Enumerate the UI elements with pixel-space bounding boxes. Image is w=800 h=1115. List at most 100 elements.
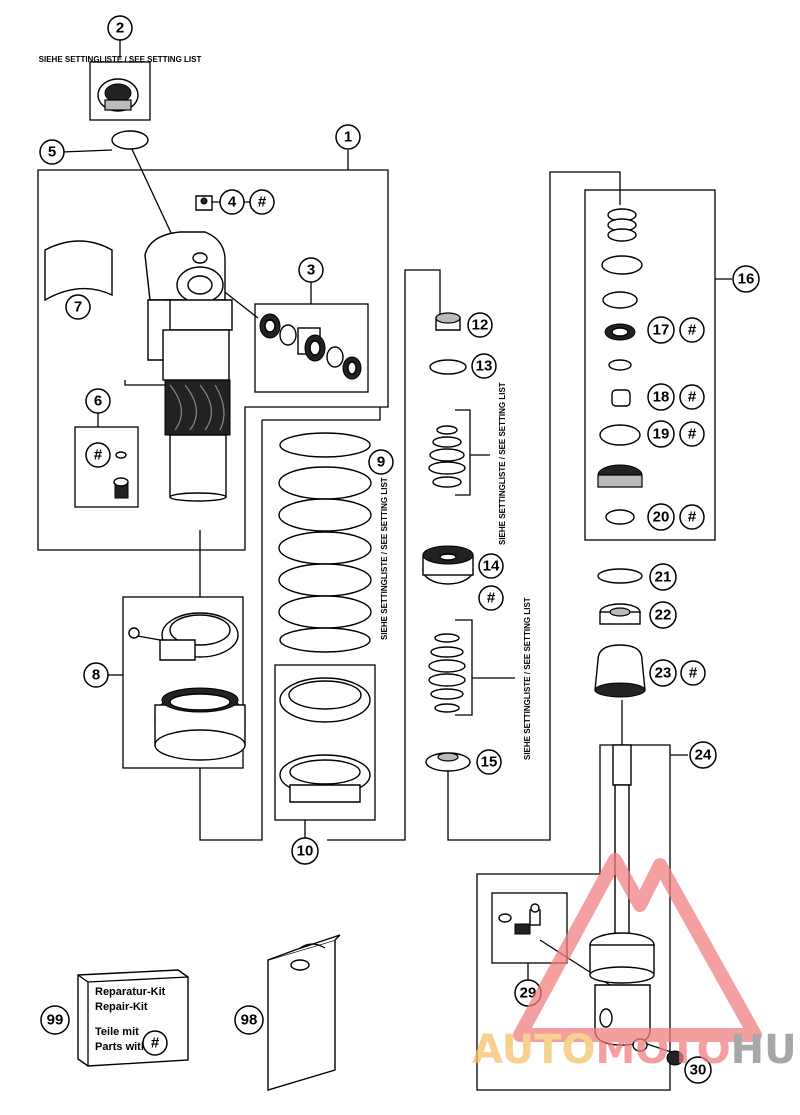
setting-list-note-top: SIEHE SETTINGLISTE / SEE SETTING LIST: [39, 55, 202, 64]
repair-kit-label-1: Reparatur-Kit: [95, 986, 166, 998]
callout-99: 99: [40, 1005, 70, 1035]
part-21-circlip: [597, 568, 643, 584]
part-8-adjuster-ring: [128, 612, 246, 761]
svg-text:3: 3: [307, 262, 315, 279]
spring-seat-10-box: [274, 664, 376, 821]
callout-12: 12: [467, 312, 493, 338]
svg-text:#: #: [94, 447, 103, 464]
svg-text:#: #: [688, 322, 697, 339]
callout-16: 16: [732, 265, 760, 293]
part-19-oring: [599, 424, 641, 446]
svg-text:1: 1: [344, 129, 352, 146]
svg-text:9: 9: [377, 454, 385, 471]
part-18-bushing: [611, 389, 631, 407]
svg-text:21: 21: [655, 569, 672, 586]
svg-text:15: 15: [481, 754, 498, 771]
valve-6-box: [74, 426, 139, 508]
callout-14: 14: [478, 553, 504, 579]
svg-text:13: 13: [476, 358, 493, 375]
svg-text:19: 19: [653, 426, 670, 443]
callout-23: 23: [649, 659, 677, 687]
svg-text:98: 98: [241, 1012, 258, 1029]
svg-text:20: 20: [653, 509, 670, 526]
part-2-box: [89, 61, 151, 121]
svg-text:AUTOMOTOHUB: AUTOMOTOHUB: [472, 1027, 800, 1073]
watermark-text-moto: MOTO: [596, 1027, 731, 1073]
svg-text:7: 7: [74, 299, 82, 316]
callout-19-hash: #: [679, 421, 705, 447]
shim-stack-upper: [428, 425, 466, 488]
part-22-cap: [599, 603, 641, 625]
svg-text:#: #: [487, 590, 496, 607]
repair-kit-label-4: Parts with: [95, 1041, 148, 1053]
part-24-piston-rod: [589, 744, 655, 1046]
callout-4-hash: #: [249, 189, 275, 215]
callout-6-hash: #: [85, 442, 111, 468]
callout-7: 7: [65, 294, 91, 320]
setting-list-note-upper-stack: SIEHE SETTINGLISTE / SEE SETTING LIST: [498, 382, 507, 545]
svg-text:24: 24: [695, 747, 712, 764]
svg-text:#: #: [258, 194, 267, 211]
callout-20: 20: [647, 503, 675, 531]
shim-stack-lower: [428, 633, 466, 713]
callout-99-hash: #: [142, 1030, 168, 1056]
part-1-shock-body: [144, 231, 233, 502]
svg-text:16: 16: [738, 271, 755, 288]
svg-text:5: 5: [48, 144, 56, 161]
callout-13: 13: [471, 353, 497, 379]
part-3-seal-kit: [259, 313, 362, 380]
svg-text:10: 10: [297, 843, 314, 860]
callout-18: 18: [647, 383, 675, 411]
part-16-spring: [607, 208, 637, 242]
callout-6: 6: [85, 388, 111, 414]
callout-18-hash: #: [679, 384, 705, 410]
part-16-ring: [608, 359, 632, 371]
svg-text:6: 6: [94, 393, 102, 410]
setting-list-note-lower-stack: SIEHE SETTINGLISTE / SEE SETTING LIST: [523, 597, 532, 760]
svg-text:18: 18: [653, 389, 670, 406]
repair-kit-label-2: Repair-Kit: [95, 1001, 148, 1013]
part-10-spring-seat: [279, 677, 371, 803]
svg-text:8: 8: [92, 667, 100, 684]
callout-1: 1: [335, 124, 361, 150]
compression-16-box: [584, 189, 716, 541]
callout-14-hash: #: [478, 585, 504, 611]
part-20-bearing: [597, 464, 643, 525]
svg-text:14: 14: [483, 558, 500, 575]
callout-23-hash: #: [680, 660, 706, 686]
callout-17-hash: #: [679, 317, 705, 343]
part-2-adjuster: [97, 78, 139, 112]
svg-text:#: #: [688, 426, 697, 443]
callout-22: 22: [649, 601, 677, 629]
part-14-piston: [422, 545, 474, 585]
svg-text:30: 30: [690, 1062, 707, 1079]
callout-4: 4: [219, 189, 245, 215]
callout-15: 15: [476, 749, 502, 775]
svg-text:23: 23: [655, 665, 672, 682]
part-23-bumper: [594, 644, 646, 698]
part-15-retainer: [425, 752, 471, 772]
assembly-1-frame: [37, 169, 389, 551]
adjuster-8-box: [122, 596, 244, 769]
part-98-oil-can: [267, 934, 341, 1091]
part-9-spring: [278, 432, 372, 653]
part-13-washer: [429, 359, 467, 375]
part-7-guard: [44, 240, 113, 302]
svg-text:#: #: [688, 389, 697, 406]
watermark-text-auto: AUTO: [472, 1027, 596, 1073]
callout-3: 3: [298, 257, 324, 283]
watermark-logo: AUTOMOTOHUB: [472, 853, 800, 1073]
cartridge-29-box: [491, 892, 568, 964]
part-16-washer: [602, 291, 638, 309]
svg-text:#: #: [151, 1035, 160, 1052]
svg-text:4: 4: [228, 194, 237, 211]
svg-text:29: 29: [520, 985, 537, 1002]
svg-text:12: 12: [472, 317, 489, 334]
svg-text:22: 22: [655, 607, 672, 624]
part-16-plate: [601, 255, 643, 275]
callout-9: 9: [368, 449, 394, 475]
part-17-seal: [604, 323, 636, 341]
part-4-screw: [195, 195, 213, 211]
part-5-oring: [111, 130, 149, 150]
